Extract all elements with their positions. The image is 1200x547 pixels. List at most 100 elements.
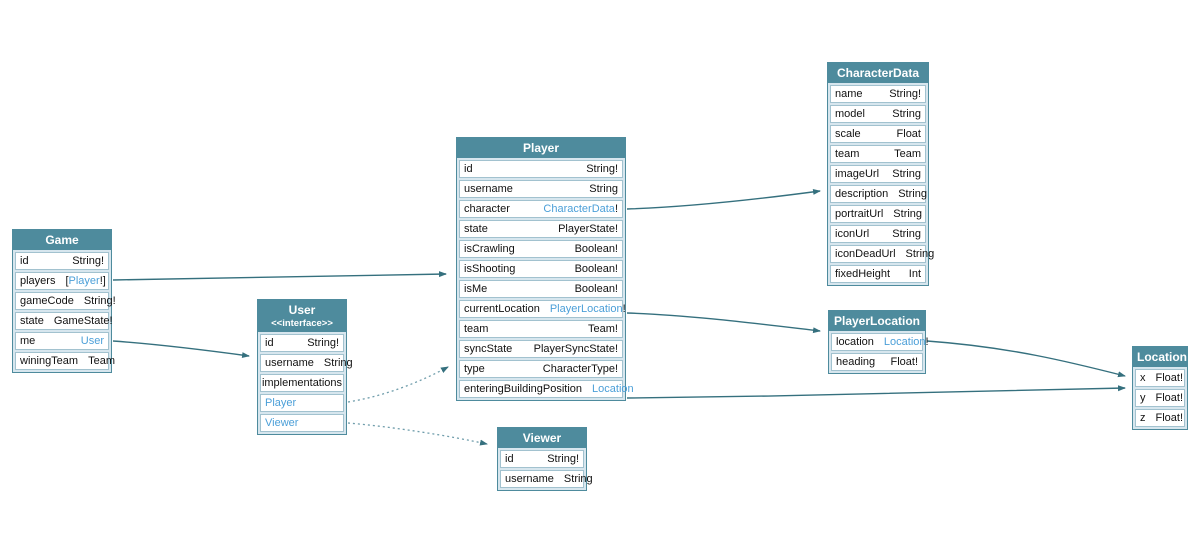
type-text: String!: [889, 88, 921, 100]
implementation-link[interactable]: Viewer: [265, 416, 299, 429]
field-name: winingTeam: [20, 355, 79, 367]
edge-playerlocation-location-to-location: [926, 340, 1126, 378]
table-title: Player: [522, 141, 560, 155]
table-header-player: Player: [457, 138, 625, 158]
field-row: team Team: [830, 145, 926, 163]
type-link[interactable]: CharacterData: [543, 203, 615, 215]
field-name: currentLocation: [464, 303, 540, 315]
type-text: GameState!: [53, 315, 113, 327]
field-type: String: [893, 208, 922, 220]
table-header-location: Location: [1133, 347, 1187, 367]
field-name: state: [464, 223, 488, 235]
type-text: Float!: [1155, 392, 1184, 404]
field-row: x Float!: [1135, 369, 1185, 387]
field-row: state PlayerState!: [459, 220, 623, 238]
type-text: Boolean!: [574, 283, 618, 295]
field-name: enteringBuildingPosition: [464, 383, 583, 395]
type-text: String: [563, 473, 593, 485]
field-type: String: [898, 188, 927, 200]
edge-player-character-to-characterdata: [626, 188, 821, 210]
type-text: Team: [88, 355, 115, 367]
table-title: PlayerLocation: [833, 314, 921, 328]
field-name: team: [835, 148, 860, 160]
field-row: enteringBuildingPosition Location: [459, 380, 634, 398]
field-name: syncState: [464, 343, 513, 355]
type-text: Float!: [1155, 372, 1184, 384]
type-text: PlayerSyncState!: [533, 343, 618, 355]
field-row: scale Float: [830, 125, 926, 143]
type-text: String!: [307, 336, 339, 349]
field-type: PlayerLocation!: [550, 303, 626, 315]
field-name: scale: [835, 128, 861, 140]
field-name: name: [835, 88, 863, 100]
field-type: String!: [84, 295, 116, 307]
table-title: Viewer: [522, 431, 562, 445]
field-name: x: [1140, 372, 1146, 384]
field-type: Float!: [1156, 372, 1184, 384]
type-link[interactable]: User: [80, 335, 104, 347]
type-text: Team!: [588, 323, 618, 335]
field-name: y: [1140, 392, 1146, 404]
field-type: Float!: [1156, 412, 1184, 424]
table-header-game: Game: [13, 230, 111, 250]
field-name: iconUrl: [835, 228, 870, 240]
field-type: Team!: [588, 323, 618, 335]
type-text: Float: [896, 128, 921, 140]
field-name: portraitUrl: [835, 208, 884, 220]
field-type: User: [81, 335, 104, 347]
type-text: !: [925, 336, 929, 348]
type-link[interactable]: Player: [68, 275, 100, 287]
type-text: !: [614, 203, 618, 215]
field-row: name String!: [830, 85, 926, 103]
type-text: String!: [547, 453, 579, 465]
field-name: model: [835, 108, 865, 120]
field-name: username: [464, 183, 513, 195]
field-name: id: [20, 255, 29, 267]
field-name: isMe: [464, 283, 488, 295]
edge-user-implementation-player: [347, 366, 449, 403]
field-row: isCrawling Boolean!: [459, 240, 623, 258]
field-type: String!: [547, 453, 579, 465]
section-label: implementations: [261, 376, 343, 389]
type-link[interactable]: Location: [592, 383, 634, 395]
field-type: Float!: [890, 356, 918, 368]
field-type: String!: [889, 88, 921, 100]
type-link[interactable]: Location: [883, 336, 926, 348]
field-name: isCrawling: [464, 243, 515, 255]
field-type: Boolean!: [575, 243, 618, 255]
type-text: Team: [894, 148, 921, 160]
field-row[interactable]: Player: [260, 393, 344, 412]
type-text: String!: [83, 295, 116, 307]
field-name: iconDeadUrl: [835, 248, 896, 260]
type-link[interactable]: PlayerLocation: [549, 303, 623, 315]
type-text: String: [589, 183, 618, 195]
implementation-link[interactable]: Player: [265, 396, 297, 409]
type-text: !]: [99, 275, 106, 287]
field-type: PlayerState!: [558, 223, 618, 235]
field-row: username String: [459, 180, 623, 198]
field-row[interactable]: Viewer: [260, 413, 344, 432]
field-row: currentLocation PlayerLocation!: [459, 300, 626, 318]
type-text: Boolean!: [574, 243, 618, 255]
